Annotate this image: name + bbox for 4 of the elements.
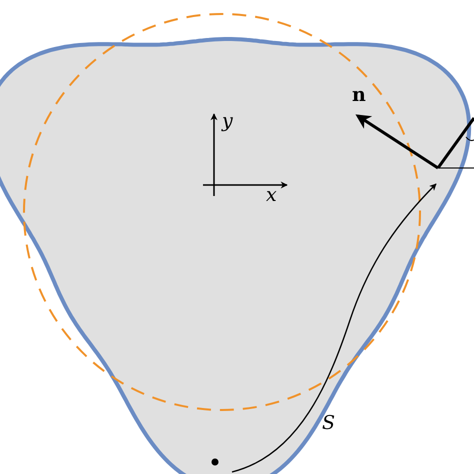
axis-label: x [266,186,277,205]
arc-length-label: S [322,414,336,433]
axis-label: y [222,112,233,131]
vector-label: n [352,86,366,105]
